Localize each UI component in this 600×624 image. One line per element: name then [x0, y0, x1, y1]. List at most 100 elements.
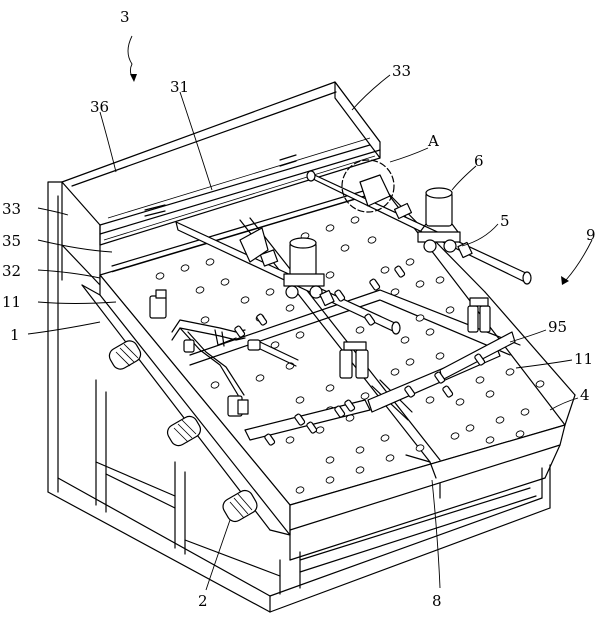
screen-hole — [367, 236, 377, 244]
screen-hole — [535, 380, 545, 388]
label-95: 95 — [548, 318, 567, 336]
screen-hole — [390, 288, 400, 296]
label-11-left: 11 — [2, 293, 21, 311]
screen-hole — [445, 306, 455, 314]
motor-1 — [108, 340, 142, 370]
screen-hole — [255, 374, 265, 382]
screen-hole — [355, 326, 365, 334]
screen-hole — [270, 341, 280, 349]
screen-hole — [295, 486, 305, 494]
nozzle-stub — [434, 371, 446, 384]
screen-hole — [450, 432, 460, 440]
screen-hole — [390, 368, 400, 376]
screen-hole — [325, 476, 335, 484]
nozzle-stub — [404, 385, 416, 398]
base-frame — [47, 181, 551, 613]
nozzle-stub — [474, 353, 486, 366]
screen-hole — [405, 358, 415, 366]
upper-pump — [393, 187, 473, 259]
nozzle-stub — [394, 265, 406, 278]
screen-hole — [485, 390, 495, 398]
nozzle-stubs — [234, 265, 486, 446]
label-1: 1 — [10, 326, 20, 344]
detail-circle-A — [341, 159, 395, 213]
nozzle-stub — [234, 325, 246, 338]
label-32: 32 — [2, 262, 21, 280]
hopper — [61, 81, 381, 246]
screen-hole — [515, 430, 525, 438]
screen-hole — [155, 272, 165, 280]
nozzle-stub — [344, 399, 356, 412]
label-2: 2 — [198, 592, 208, 610]
screen-hole — [405, 258, 415, 266]
reference-labels: 3 31 33 36 A 6 33 35 5 9 32 11 95 1 11 4… — [2, 8, 596, 610]
label-8: 8 — [432, 592, 442, 610]
screen-hole — [425, 328, 435, 336]
nozzle-stub — [442, 385, 454, 398]
screen-hole — [380, 434, 390, 442]
screen-hole — [350, 216, 360, 224]
screen-hole — [495, 416, 505, 424]
screen-hole — [455, 398, 465, 406]
motor-2 — [166, 415, 202, 447]
label-33-left: 33 — [2, 200, 21, 218]
screen-hole — [285, 304, 295, 312]
screen-hole — [520, 408, 530, 416]
nozzle-stub — [364, 313, 376, 326]
screen-hole — [505, 368, 515, 376]
screen-hole — [435, 276, 445, 284]
screen-hole — [415, 444, 425, 452]
label-5: 5 — [500, 212, 510, 230]
screen-hole — [400, 336, 410, 344]
screen-hole — [325, 271, 335, 279]
nozzle-stub — [334, 405, 346, 418]
label-9: 9 — [586, 226, 596, 244]
screen-hole — [340, 244, 350, 252]
screen-hole — [285, 436, 295, 444]
label-A: A — [427, 132, 439, 150]
screen-hole — [180, 264, 190, 272]
screen-hole — [240, 296, 250, 304]
nozzle-stub — [294, 413, 306, 426]
screen-hole — [325, 384, 335, 392]
screen-hole — [380, 266, 390, 274]
nozzle-stub — [334, 289, 346, 302]
label-31: 31 — [170, 78, 189, 96]
screen-hole — [220, 278, 230, 286]
screen-hole — [385, 454, 395, 462]
screen-hole — [295, 331, 305, 339]
nozzle-stub — [369, 278, 381, 291]
screen-hole — [355, 466, 365, 474]
screen-hole — [210, 381, 220, 389]
leader-lines — [27, 35, 593, 591]
screen-hole — [475, 376, 485, 384]
screen-hole — [265, 288, 275, 296]
screen-hole — [360, 392, 370, 400]
label-36: 36 — [90, 98, 109, 116]
screen-hole — [465, 424, 475, 432]
screen-hole — [415, 314, 425, 322]
screen-hole — [355, 446, 365, 454]
inclined-screen-tray — [81, 185, 576, 561]
nozzle-stub — [264, 433, 276, 446]
label-35: 35 — [2, 232, 21, 250]
vibration-motors — [108, 340, 258, 523]
screen-hole — [200, 316, 210, 324]
label-33-top: 33 — [392, 62, 411, 80]
screen-hole — [205, 258, 215, 266]
nozzle-stub — [256, 313, 268, 326]
nozzle-clamps — [149, 289, 491, 417]
screen-hole — [435, 352, 445, 360]
screen-holes — [155, 216, 545, 494]
screen-hole — [415, 280, 425, 288]
screen-hole — [295, 396, 305, 404]
label-11-right: 11 — [574, 350, 593, 368]
nozzle-stub — [306, 421, 318, 434]
screen-hole — [325, 456, 335, 464]
motor-3 — [222, 489, 258, 523]
screen-hole — [195, 286, 205, 294]
screen-hole — [485, 436, 495, 444]
screen-hole — [425, 396, 435, 404]
lower-pump — [259, 237, 335, 307]
